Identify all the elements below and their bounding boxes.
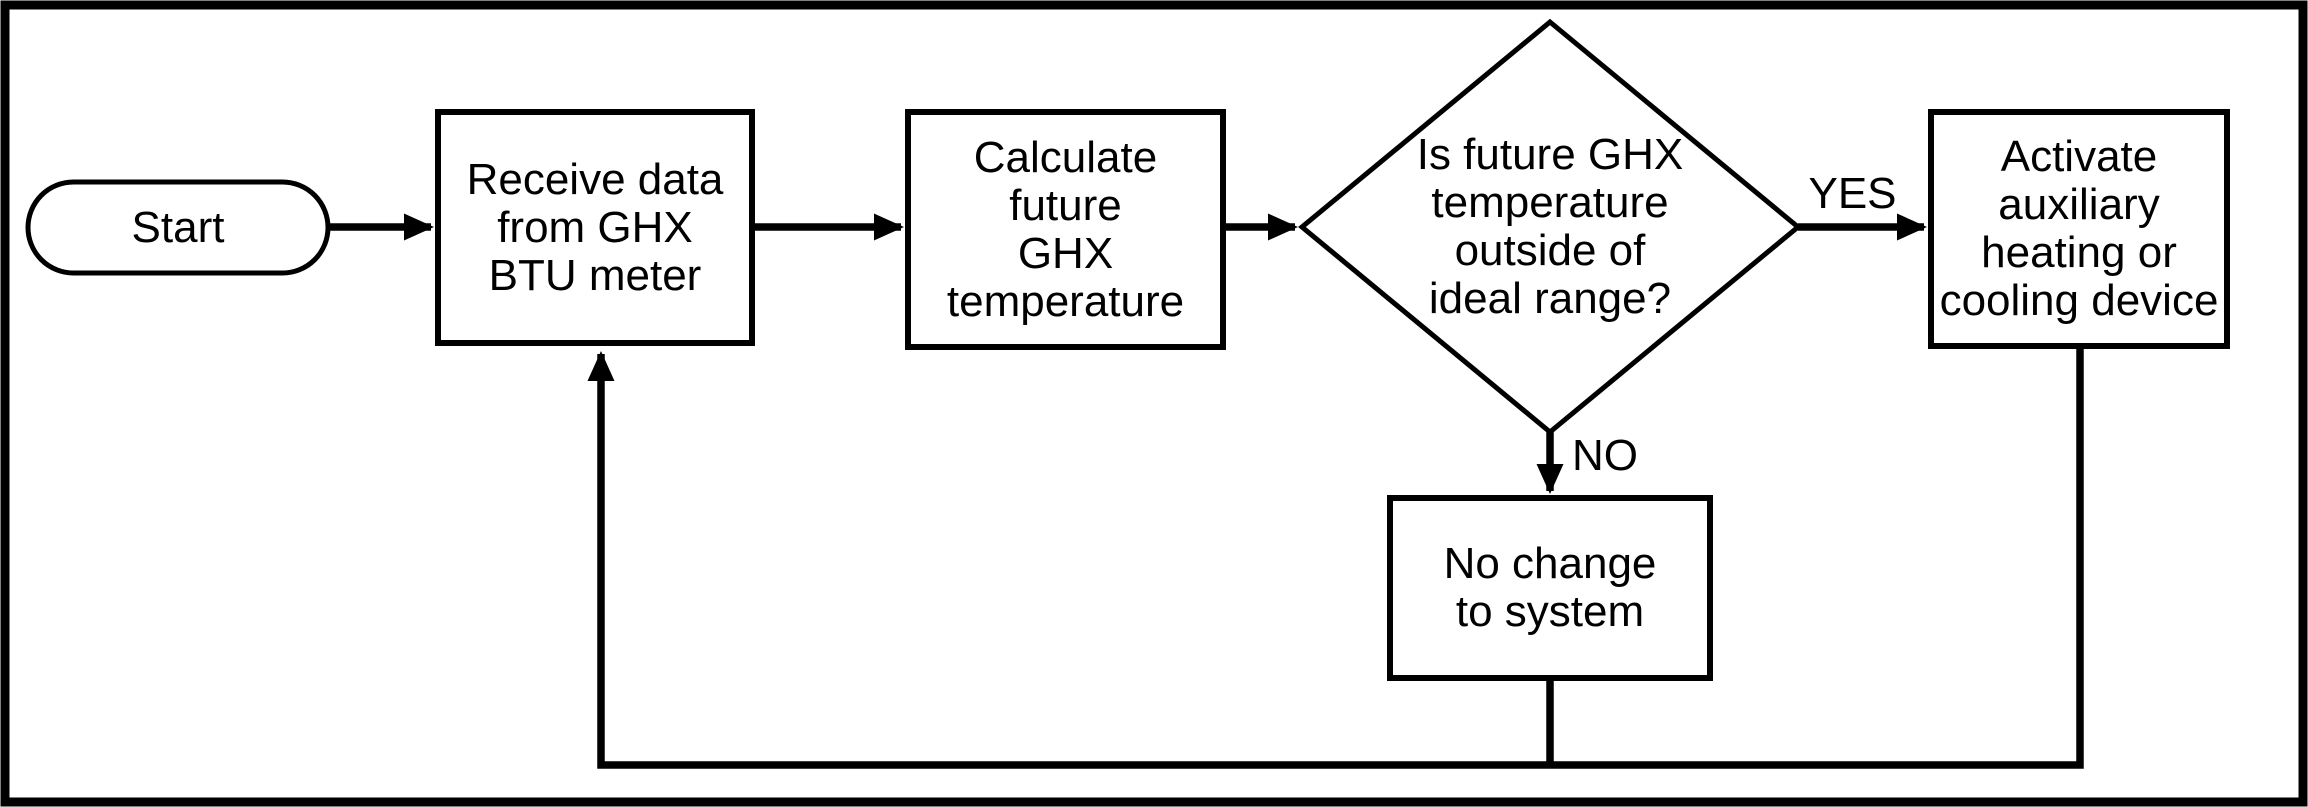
receive-data-box — [435, 109, 755, 346]
no-change-box — [1387, 495, 1713, 681]
calculate-box — [905, 109, 1226, 350]
activate-box — [1928, 109, 2230, 349]
start-terminator-shape — [25, 179, 331, 276]
decision-diamond — [1298, 18, 1802, 436]
feedback-loop-line — [587, 346, 2084, 769]
